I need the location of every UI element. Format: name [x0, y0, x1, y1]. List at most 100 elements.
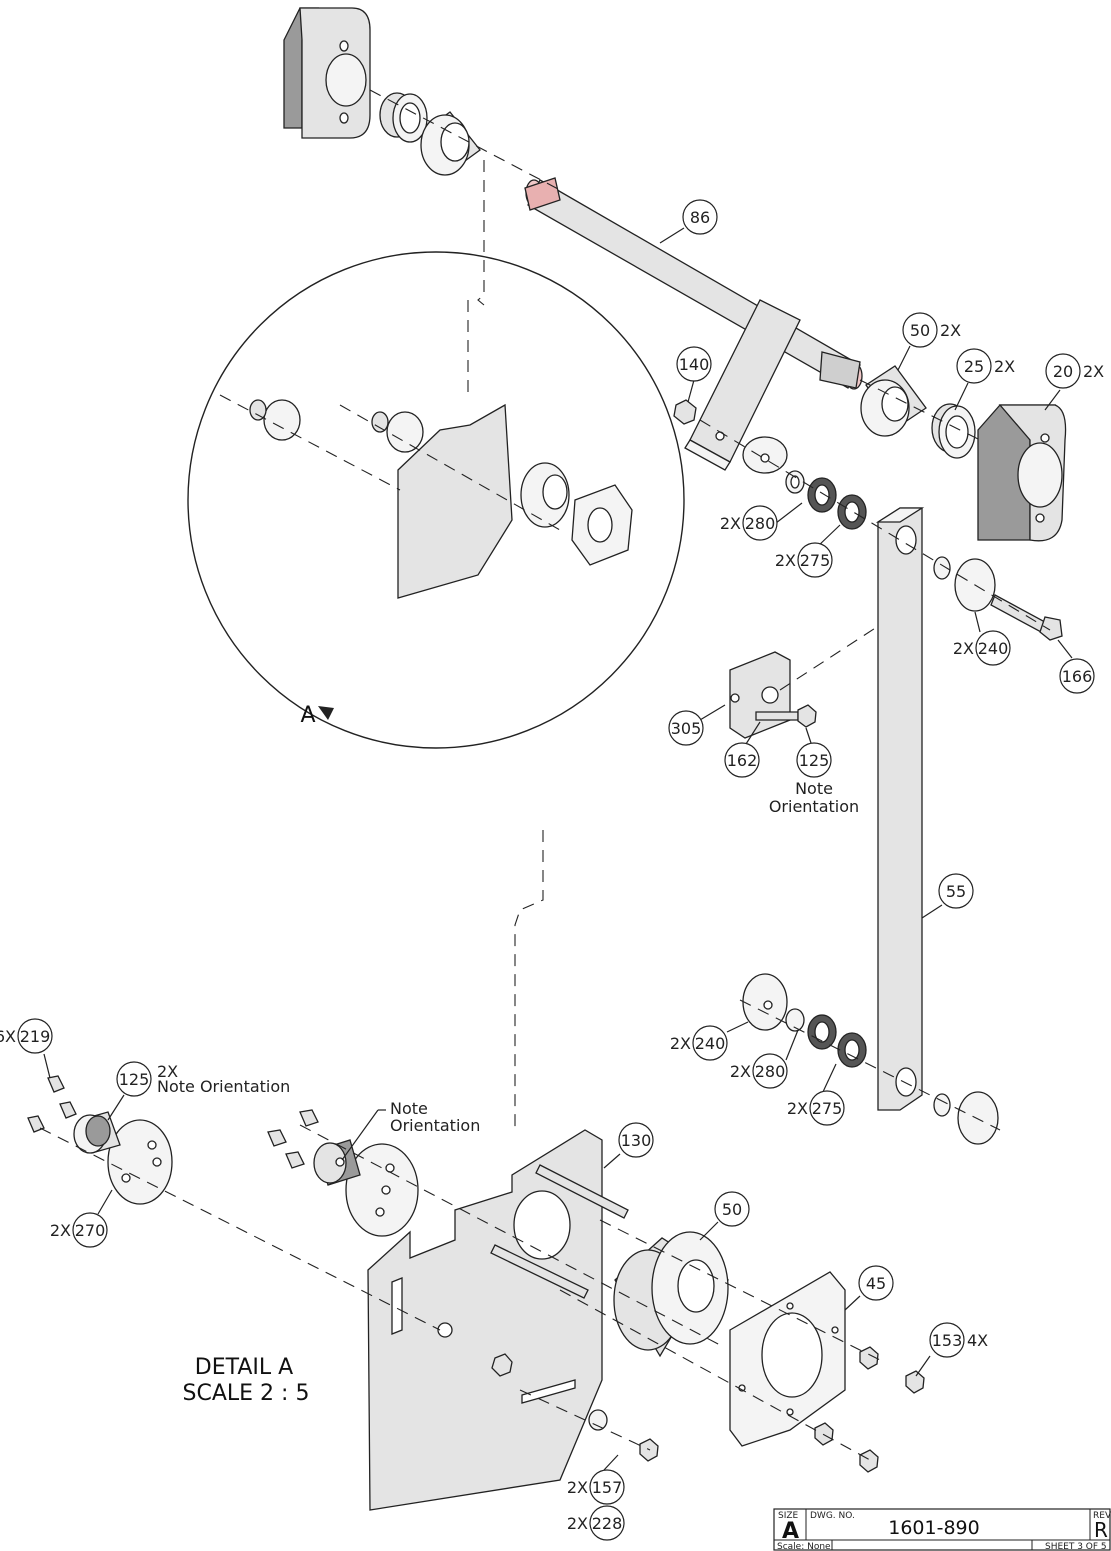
bolt-166: [990, 594, 1063, 641]
balloon-number: 25: [964, 357, 984, 376]
balloon-125: 125: [796, 742, 832, 778]
balloon-50: 50: [714, 1191, 750, 1227]
nut-125-upper: [797, 704, 817, 728]
washer-lower-right-large: [957, 1091, 999, 1145]
upper-note-line1: Note: [795, 779, 833, 798]
tb-dwg-number: 1601-890: [888, 1517, 979, 1539]
balloon-qty: 2X: [720, 514, 741, 533]
balloon-number: 20: [1053, 362, 1073, 381]
nut-140: [673, 399, 697, 425]
tb-scale: Scale: None: [777, 1542, 831, 1551]
tb-dwg-label: DWG. NO.: [810, 1511, 855, 1521]
washer-280-upper: [785, 470, 805, 494]
tb-rev-label: REV: [1093, 1511, 1111, 1521]
bearing-275-upper-a: [807, 477, 837, 513]
balloon-number: 280: [755, 1062, 786, 1081]
balloon-number: 228: [592, 1514, 623, 1533]
balloon-number: 50: [722, 1200, 742, 1219]
balloon-circle: [809, 1090, 845, 1126]
balloon-50: 50 2X: [902, 312, 961, 348]
balloon-number: 86: [690, 208, 710, 227]
tb-size-label: SIZE: [778, 1511, 799, 1521]
plate-130: [367, 1129, 603, 1511]
balloon-162: 162: [724, 742, 760, 778]
flange-disc-middle: [345, 1143, 419, 1237]
balloon-number: 280: [745, 514, 776, 533]
link-bar-55: [875, 507, 925, 1111]
balloon-125: 125 2X: [116, 1061, 178, 1097]
balloon-number: 140: [679, 355, 710, 374]
balloon-qty: 2X: [940, 321, 961, 340]
pillow-block-20: [977, 404, 1067, 542]
title-block: SIZE A DWG. NO. 1601-890 REV R Scale: No…: [773, 1508, 1111, 1551]
balloon-circle: [975, 630, 1011, 666]
mount-plate-45: [729, 1271, 846, 1447]
balloon-qty: 2X: [157, 1062, 178, 1081]
balloon-circle: [682, 199, 718, 235]
balloon-305: 305: [668, 710, 704, 746]
flanged-bushing-top: [379, 92, 428, 143]
balloon-number: 130: [621, 1131, 652, 1150]
center-lines-upper: [369, 89, 1051, 1131]
balloon-130: 130: [618, 1122, 654, 1158]
spacer-125-left: [73, 1111, 121, 1154]
balloon-number: 55: [946, 882, 966, 901]
balloon-circle: [1059, 658, 1095, 694]
detail-scale: SCALE 2 : 5: [183, 1381, 310, 1406]
balloon-circle: [668, 710, 704, 746]
balloon-circle: [692, 1025, 728, 1061]
balloon-circle: [72, 1212, 108, 1248]
flange-disc-left: [107, 1119, 173, 1205]
pillow-block-top: [283, 7, 371, 139]
balloon-number: 305: [671, 719, 702, 738]
balloon-86: 86: [682, 199, 718, 235]
standoffs: [490, 1164, 629, 1299]
washer-right-small: [933, 556, 951, 580]
balloon-219: 2196X: [0, 1018, 53, 1054]
balloon-number: 153: [932, 1331, 963, 1350]
balloon-number: 270: [75, 1221, 106, 1240]
balloon-140: 140: [676, 346, 712, 382]
balloon-number: 275: [800, 551, 831, 570]
washer-240-lower: [742, 973, 788, 1031]
detail-note-line2: Orientation: [390, 1116, 480, 1135]
upper-note-line2: Orientation: [769, 797, 859, 816]
balloon-number: 125: [119, 1070, 150, 1089]
balloon-number: 50: [910, 321, 930, 340]
notes: Note Orientation Note Orientation Note O…: [157, 779, 859, 1135]
balloon-number: 240: [978, 639, 1009, 658]
screws-middle: [267, 1109, 319, 1169]
balloon-circle: [938, 873, 974, 909]
balloon-circle: [742, 505, 778, 541]
bearing-275-lower-a: [807, 1014, 837, 1050]
detail-break-line: [514, 830, 544, 1130]
detail-mini-plate: [219, 394, 633, 599]
detail-note-125: Note Orientation: [157, 1077, 290, 1096]
balloon-number: 162: [727, 751, 758, 770]
balloon-circle: [797, 542, 833, 578]
balloon-qty: 2X: [775, 551, 796, 570]
tb-size-value: A: [782, 1519, 799, 1544]
balloon-circle: [956, 348, 992, 384]
bushing-25: [931, 403, 976, 459]
balloon-qty: 2X: [787, 1099, 808, 1118]
balloon-circle: [858, 1265, 894, 1301]
balloon-55: 55: [938, 873, 974, 909]
balloon-circle: [929, 1322, 965, 1358]
detail-title: DETAIL A: [195, 1355, 293, 1380]
balloon-number: 125: [799, 751, 830, 770]
detail-callout-letter: A: [300, 703, 315, 728]
balloon-qty: 4X: [967, 1331, 988, 1350]
balloon-circle: [902, 312, 938, 348]
bearing-50-detail: [613, 1231, 730, 1358]
bracket-305: [729, 651, 791, 739]
